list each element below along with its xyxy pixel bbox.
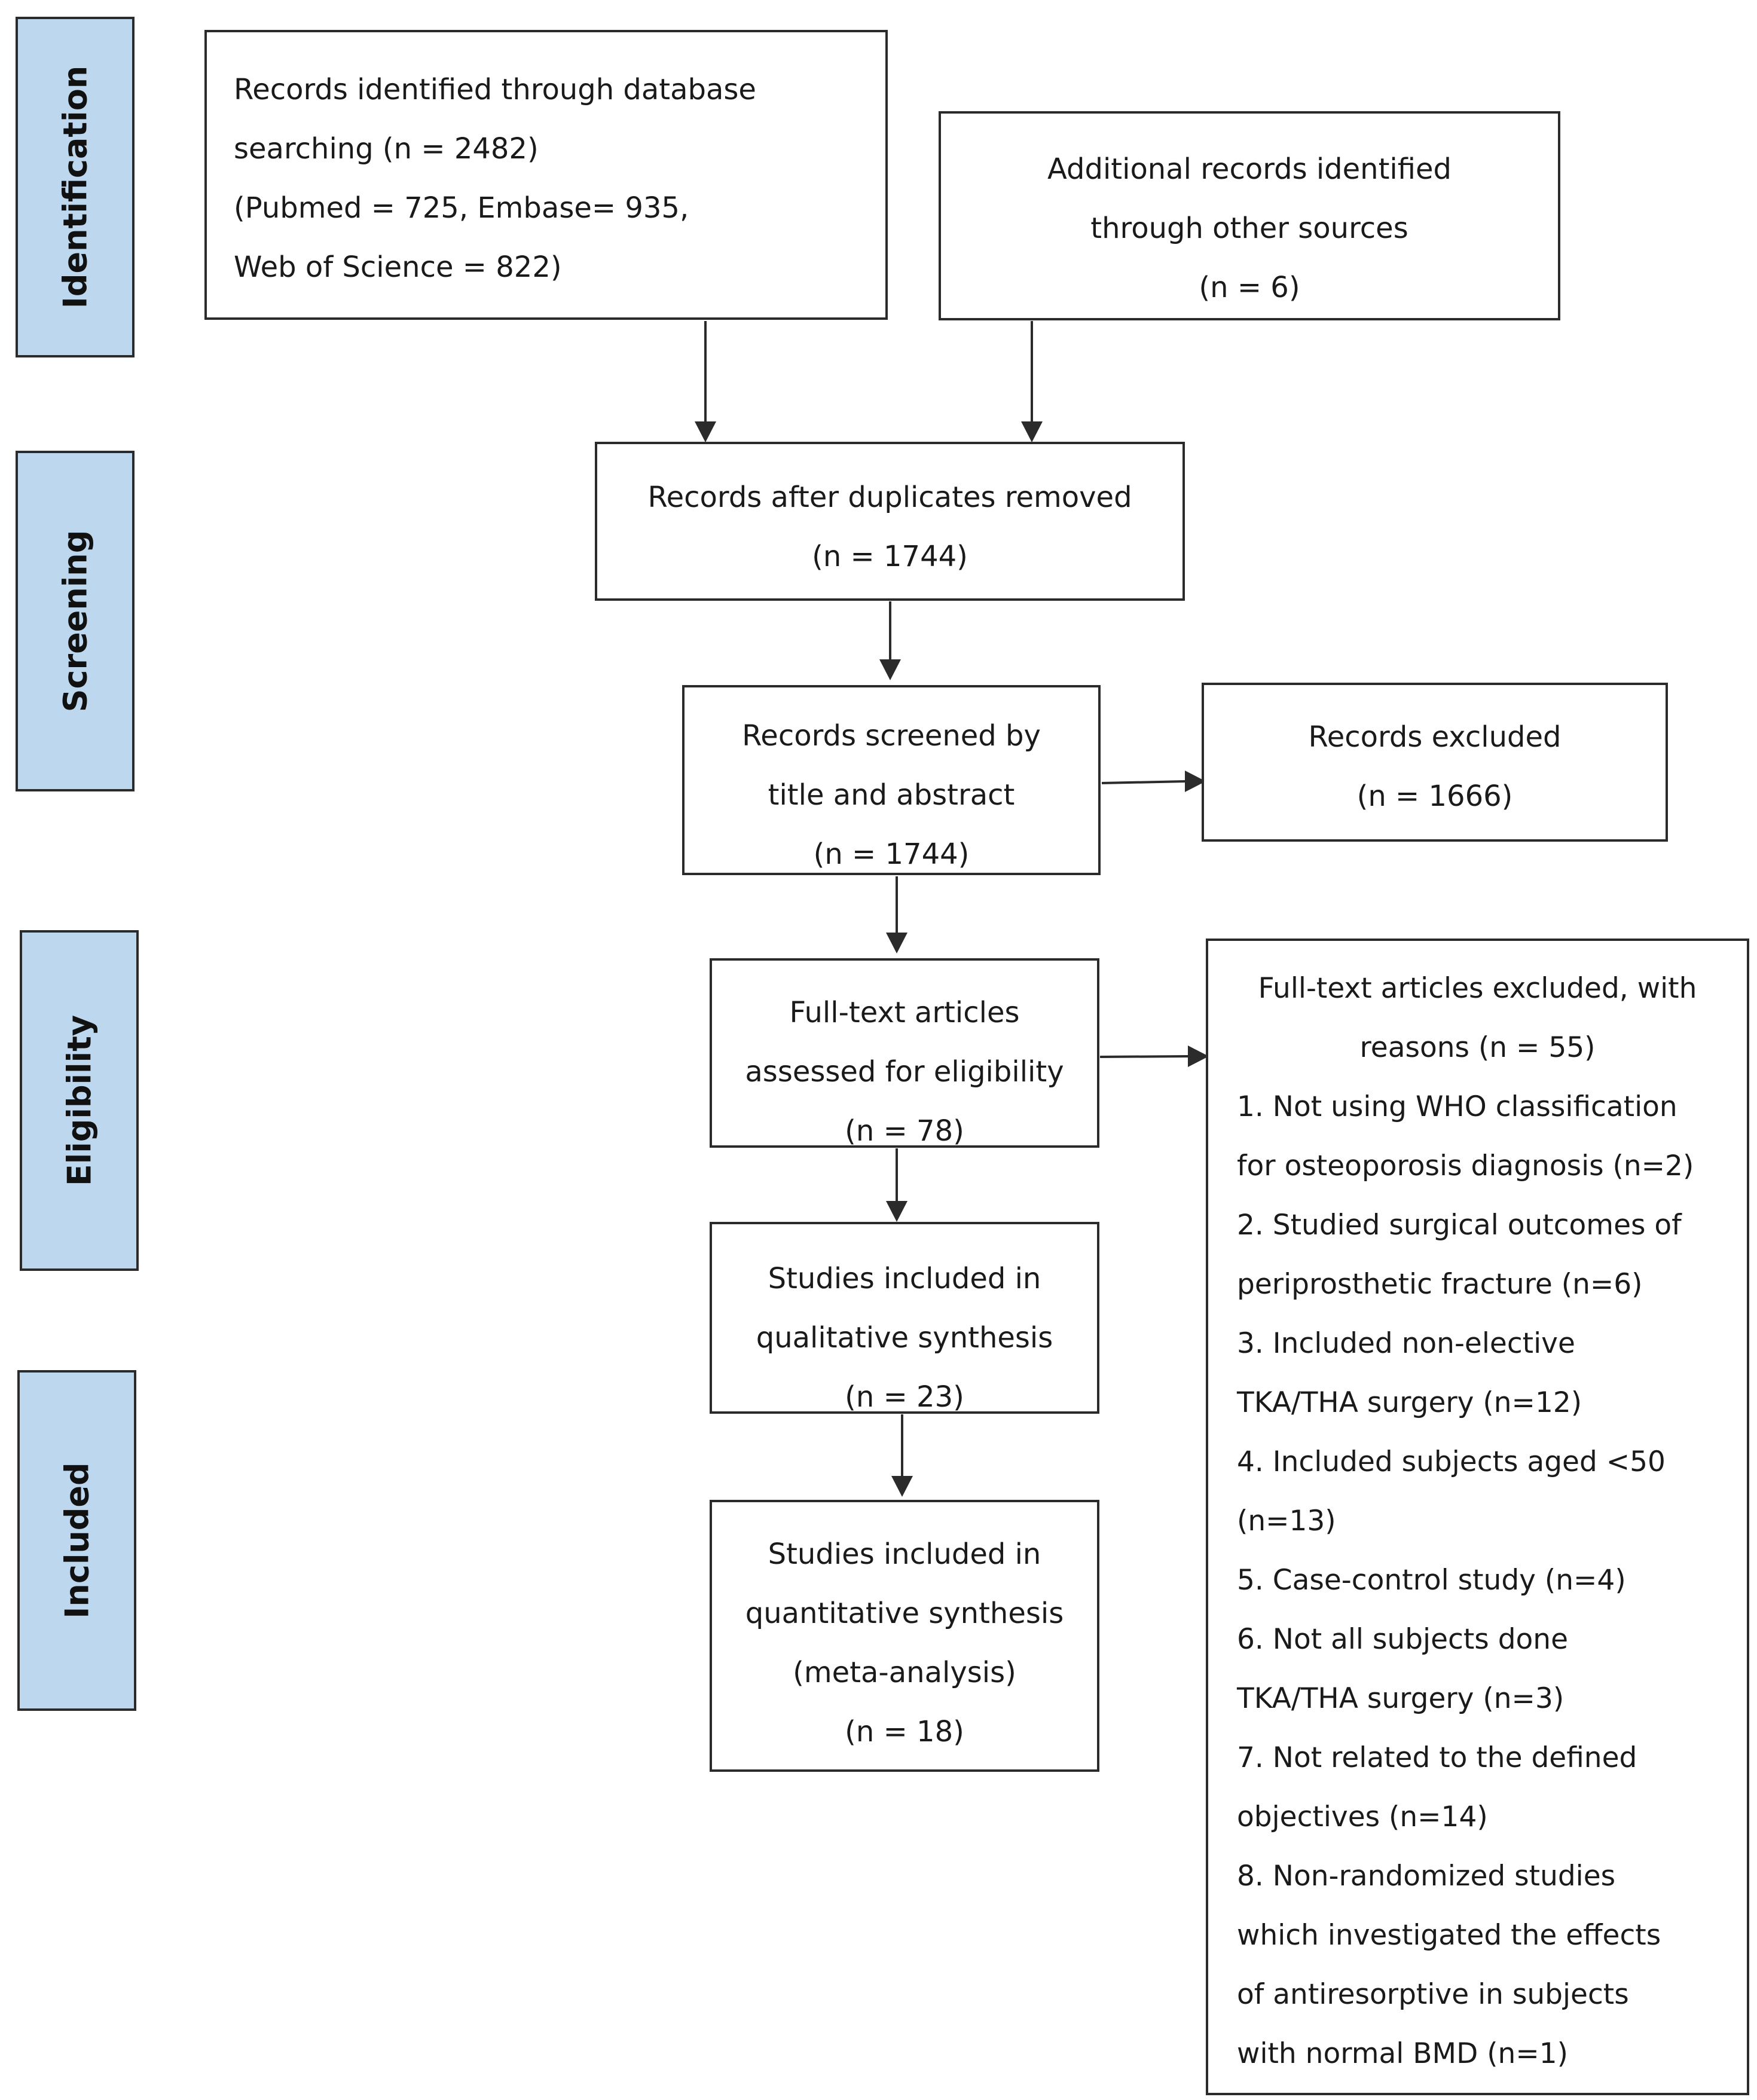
screened-line-3: (n = 1744) — [813, 837, 970, 871]
exclusion-reason-line: 6. Not all subjects done — [1237, 1623, 1568, 1656]
exclusion-reason-line: 5. Case-control study (n=4) — [1237, 1564, 1626, 1597]
exclusion-reason-line: periprosthetic fracture (n=6) — [1237, 1268, 1643, 1301]
box-database-search: Records identified through database sear… — [204, 30, 888, 320]
stage-eligibility: Eligibility — [20, 930, 139, 1271]
qualitative-line-2: qualitative synthesis — [756, 1321, 1053, 1355]
quantitative-line-4: (n = 18) — [845, 1715, 964, 1749]
exclusion-reason-line: 1. Not using WHO classification — [1237, 1090, 1677, 1123]
arrow-screened-to-excluded — [1101, 780, 1187, 784]
arrowhead-fulltext-to-excluded — [1188, 1046, 1209, 1067]
exclusion-reason-line: 8. Non-randomized studies — [1237, 1860, 1616, 1893]
qualitative-line-3: (n = 23) — [845, 1380, 964, 1414]
after-duplicates-line-2: (n = 1744) — [812, 540, 968, 573]
exclusion-reason-line: with normal BMD (n=1) — [1237, 2037, 1568, 2070]
arrowhead-database-to-duplicates — [695, 421, 716, 442]
exclusion-reason-line: TKA/THA surgery (n=12) — [1237, 1386, 1582, 1419]
qualitative-line-1: Studies included in — [768, 1262, 1041, 1295]
quantitative-line-2: quantitative synthesis — [745, 1597, 1064, 1630]
database-search-line-3: (Pubmed = 725, Embase= 935, — [234, 191, 689, 225]
screened-line-2: title and abstract — [768, 778, 1015, 812]
box-fulltext-assessed: Full-text articles assessed for eligibil… — [710, 958, 1099, 1148]
quantitative-line-3: (meta-analysis) — [793, 1656, 1016, 1689]
box-qualitative-synthesis: Studies included in qualitative synthesi… — [710, 1222, 1099, 1414]
arrowhead-qualitative-to-quantitative — [891, 1476, 913, 1497]
box-after-duplicates: Records after duplicates removed (n = 17… — [595, 442, 1185, 601]
arrowhead-screened-to-fulltext — [886, 933, 907, 953]
exclusion-reason-line: 4. Included subjects aged <50 — [1237, 1445, 1666, 1478]
arrowhead-fulltext-to-qualitative — [886, 1201, 907, 1222]
exclusion-reason-line: TKA/THA surgery (n=3) — [1237, 1682, 1565, 1715]
fulltext-line-1: Full-text articles — [789, 996, 1020, 1029]
box-other-sources: Additional records identified through ot… — [939, 111, 1560, 320]
other-sources-line-3: (n = 6) — [1199, 271, 1300, 304]
stage-included: Included — [17, 1370, 136, 1711]
exclusion-reason-line: objectives (n=14) — [1237, 1801, 1488, 1833]
exclusion-reason-line: for osteoporosis diagnosis (n=2) — [1237, 1150, 1694, 1182]
fulltext-excluded-heading-2: reasons (n = 55) — [1359, 1031, 1596, 1064]
arrowhead-screened-to-excluded — [1185, 771, 1206, 792]
box-quantitative-synthesis: Studies included in quantitative synthes… — [710, 1500, 1099, 1772]
arrowhead-other-to-duplicates — [1021, 421, 1043, 442]
stage-identification: Identification — [16, 17, 135, 357]
database-search-line-4: Web of Science = 822) — [234, 250, 562, 284]
other-sources-line-2: through other sources — [1090, 212, 1408, 245]
records-excluded-line-2: (n = 1666) — [1356, 780, 1513, 813]
other-sources-line-1: Additional records identified — [1047, 152, 1452, 186]
exclusion-reason-line: 7. Not related to the defined — [1237, 1741, 1637, 1774]
fulltext-line-2: assessed for eligibility — [745, 1055, 1064, 1089]
records-excluded-line-1: Records excluded — [1308, 720, 1562, 754]
database-search-line-2: searching (n = 2482) — [234, 132, 539, 166]
exclusion-reason-line: (n=13) — [1237, 1505, 1336, 1537]
quantitative-line-1: Studies included in — [768, 1537, 1041, 1571]
exclusion-reason-line: 3. Included non-elective — [1237, 1327, 1575, 1360]
box-records-excluded: Records excluded (n = 1666) — [1202, 683, 1668, 842]
stage-screening: Screening — [16, 451, 135, 791]
after-duplicates-line-1: Records after duplicates removed — [647, 481, 1132, 514]
box-fulltext-excluded: Full-text articles excluded, with reason… — [1206, 939, 1749, 2095]
database-search-line-1: Records identified through database — [234, 73, 756, 106]
arrowhead-duplicates-to-screened — [879, 659, 901, 680]
fulltext-line-3: (n = 78) — [845, 1114, 964, 1148]
box-screened: Records screened by title and abstract (… — [682, 685, 1101, 875]
exclusion-reason-line: which investigated the effects — [1237, 1919, 1661, 1952]
exclusion-reason-line: of antiresorptive in subjects — [1237, 1978, 1629, 2011]
arrow-fulltext-to-excluded — [1099, 1055, 1190, 1058]
fulltext-excluded-heading-1: Full-text articles excluded, with — [1258, 972, 1697, 1005]
screened-line-1: Records screened by — [742, 719, 1041, 753]
exclusion-reason-line: 2. Studied surgical outcomes of — [1237, 1209, 1682, 1242]
